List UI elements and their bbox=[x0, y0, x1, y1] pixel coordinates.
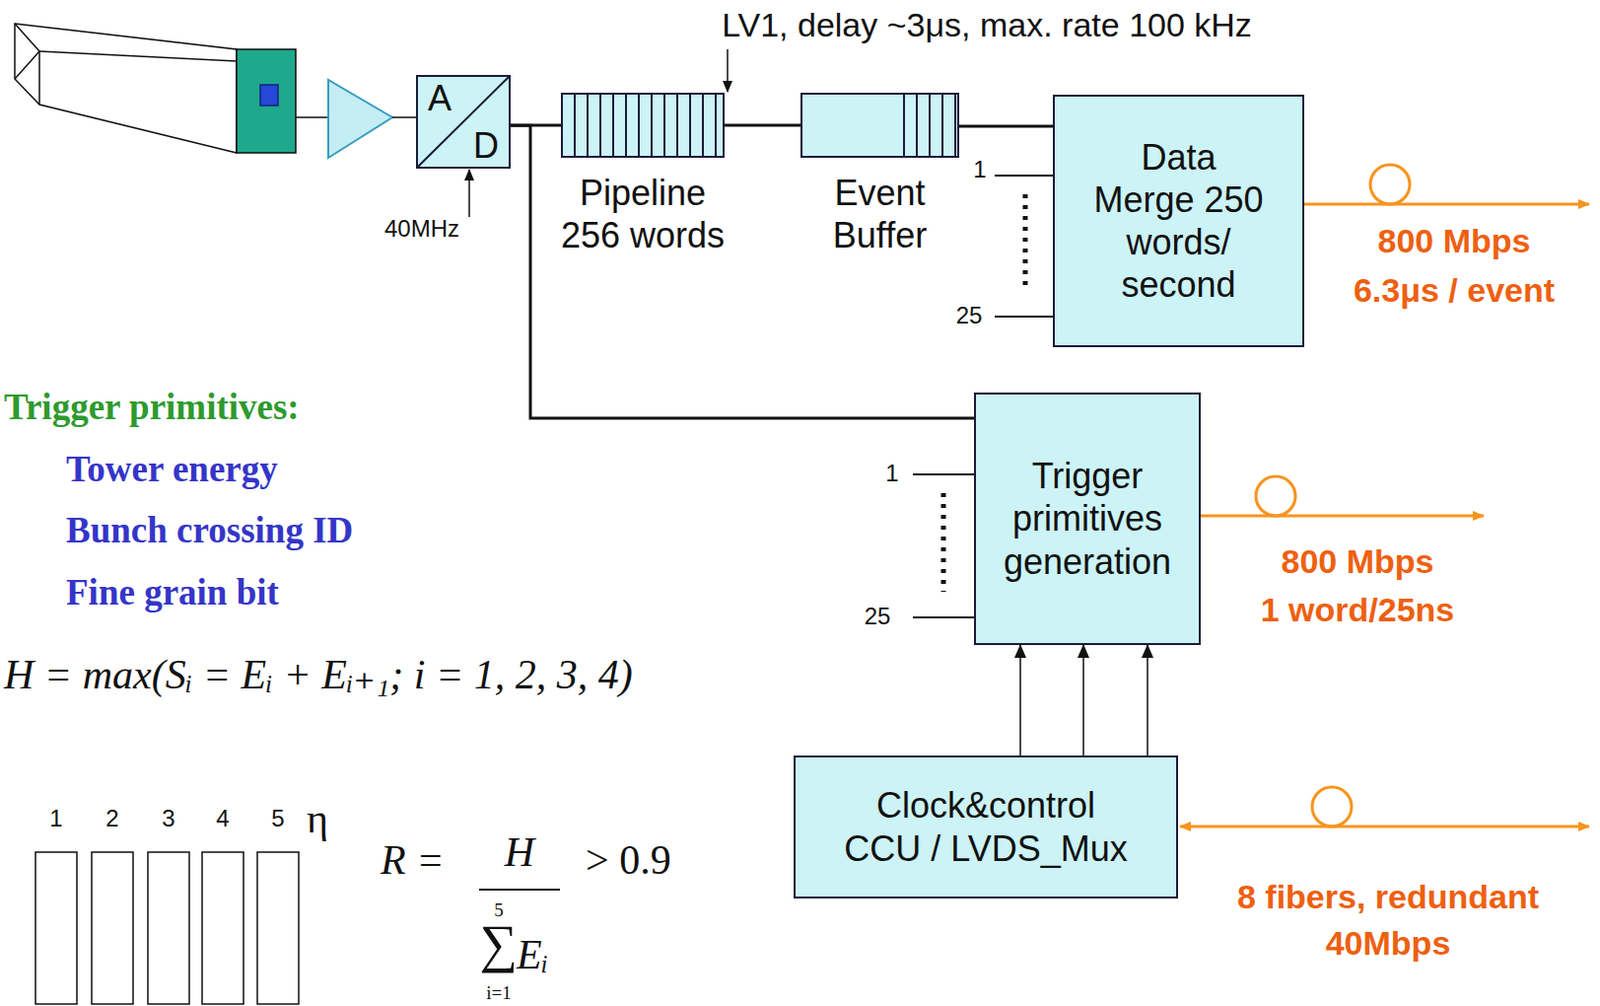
node-label: D bbox=[473, 124, 499, 167]
event-buffer: Event Buffer bbox=[800, 92, 960, 158]
input-number: 1 bbox=[973, 155, 986, 184]
input-number: 25 bbox=[956, 301, 983, 330]
link-speed: 40Mbps bbox=[1325, 923, 1452, 963]
formula-part: R = bbox=[380, 835, 445, 884]
strip-number: 1 bbox=[49, 804, 63, 833]
strip-number: 2 bbox=[105, 804, 119, 833]
signal-line bbox=[959, 125, 1053, 129]
process-box: Trigger primitives generation bbox=[973, 392, 1201, 645]
clock-arrow bbox=[468, 169, 471, 217]
list-item: Tower energy bbox=[66, 448, 279, 491]
amplifier-symbol bbox=[328, 79, 393, 158]
link-speed: 1 word/25ns bbox=[1260, 590, 1456, 629]
process-box: Data Merge 250 words/ second bbox=[1052, 94, 1305, 348]
formula-part: Eᵢ bbox=[516, 930, 549, 978]
node-label: A bbox=[427, 76, 452, 120]
list-item: Bunch crossing ID bbox=[66, 509, 353, 553]
link-speed: 6.3μs / event bbox=[1353, 271, 1555, 310]
node-label: Clock&control CCU / LVDS_Mux bbox=[837, 783, 1134, 869]
node-label: Event Buffer bbox=[795, 171, 966, 257]
strip-number: 4 bbox=[215, 804, 229, 833]
formula-part: i=1 bbox=[486, 981, 512, 1004]
crystal bbox=[14, 23, 296, 153]
formula-part: H bbox=[504, 828, 535, 876]
input-number: 25 bbox=[864, 602, 892, 630]
heading: Trigger primitives: bbox=[3, 386, 300, 429]
fraction-bar bbox=[479, 888, 560, 891]
list-item: Fine grain bit bbox=[66, 571, 279, 615]
ad-converter: AD bbox=[416, 74, 511, 169]
strip-number: 3 bbox=[161, 804, 175, 833]
link-speed: 8 fibers, redundant bbox=[1237, 877, 1539, 916]
trigger-arrow bbox=[726, 49, 729, 92]
signal-line bbox=[1146, 644, 1149, 756]
link-speed: 800 Mbps bbox=[1281, 542, 1435, 581]
strip-number: 5 bbox=[271, 804, 284, 833]
signal-line bbox=[724, 124, 801, 128]
eta-strips bbox=[35, 851, 299, 1004]
annotation: LV1, delay ~3μs, max. rate 100 kHz bbox=[721, 5, 1253, 45]
link-speed: 800 Mbps bbox=[1378, 221, 1531, 261]
clock-label: 40MHz bbox=[384, 214, 460, 243]
process-box: Clock&control CCU / LVDS_Mux bbox=[793, 755, 1179, 899]
formula-part: ∑ bbox=[480, 912, 519, 974]
signal-line bbox=[1019, 644, 1022, 756]
input-number: 1 bbox=[885, 459, 899, 487]
signal-line bbox=[1082, 644, 1085, 756]
node-label: Pipeline 256 words bbox=[554, 171, 732, 257]
node-label: Trigger primitives generation bbox=[983, 454, 1191, 583]
pipeline-buffer: Pipeline 256 words bbox=[560, 92, 725, 158]
formula: H = max(Sᵢ = Eᵢ + Eᵢ₊₁; i = 1, 2, 3, 4) bbox=[3, 650, 633, 698]
signal-line bbox=[510, 125, 974, 418]
formula-part: > 0.9 bbox=[585, 835, 672, 884]
node-label: Data Merge 250 words/ second bbox=[1088, 136, 1270, 307]
eta-symbol: η bbox=[306, 794, 329, 842]
